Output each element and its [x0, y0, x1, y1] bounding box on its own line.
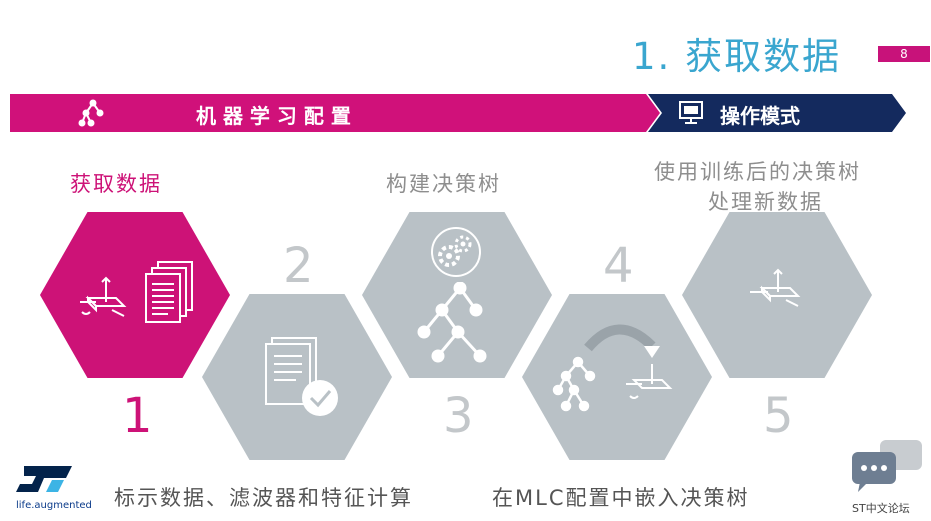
st-logo — [14, 464, 74, 494]
decision-tree-icon — [410, 282, 490, 364]
step-5-label-line1: 使用训练后的决策树 — [654, 160, 861, 184]
step-3-number: 3 — [443, 388, 474, 444]
bottom-left-caption: 标示数据、滤波器和特征计算 — [114, 486, 413, 510]
step-3-label: 构建决策树 — [386, 172, 501, 196]
operation-mode-label: 操作模式 — [720, 104, 800, 128]
sensor-chip-icon-step5 — [746, 266, 806, 318]
embed-tree-icon — [552, 318, 682, 414]
tree-icon — [78, 99, 108, 127]
page-number-badge: 8 — [878, 46, 930, 62]
document-check-icon — [262, 336, 342, 420]
chat-bubbles-icon — [850, 440, 924, 496]
forum-label: ST中文论坛 — [852, 502, 910, 515]
bottom-right-caption: 在MLC配置中嵌入决策树 — [492, 486, 750, 510]
documents-icon — [144, 260, 196, 326]
step-1-label: 获取数据 — [70, 172, 162, 196]
step-1-hexagon — [40, 212, 230, 378]
gears-icon — [428, 226, 484, 278]
step-1-number: 1 — [122, 388, 153, 444]
ml-config-label: 机 器 学 习 配 置 — [196, 104, 351, 128]
monitor-icon — [678, 100, 704, 126]
page-title: 1. 获取数据 — [632, 35, 842, 78]
step-4-number: 4 — [603, 238, 634, 294]
step-5-number: 5 — [763, 388, 794, 444]
step-2-number: 2 — [283, 238, 314, 294]
sensor-chip-icon — [78, 272, 134, 322]
ml-config-banner — [10, 94, 660, 132]
logo-tagline: life.augmented — [16, 500, 92, 511]
step-5-label-line2: 处理新数据 — [708, 190, 823, 214]
step-4-hexagon — [522, 294, 712, 460]
